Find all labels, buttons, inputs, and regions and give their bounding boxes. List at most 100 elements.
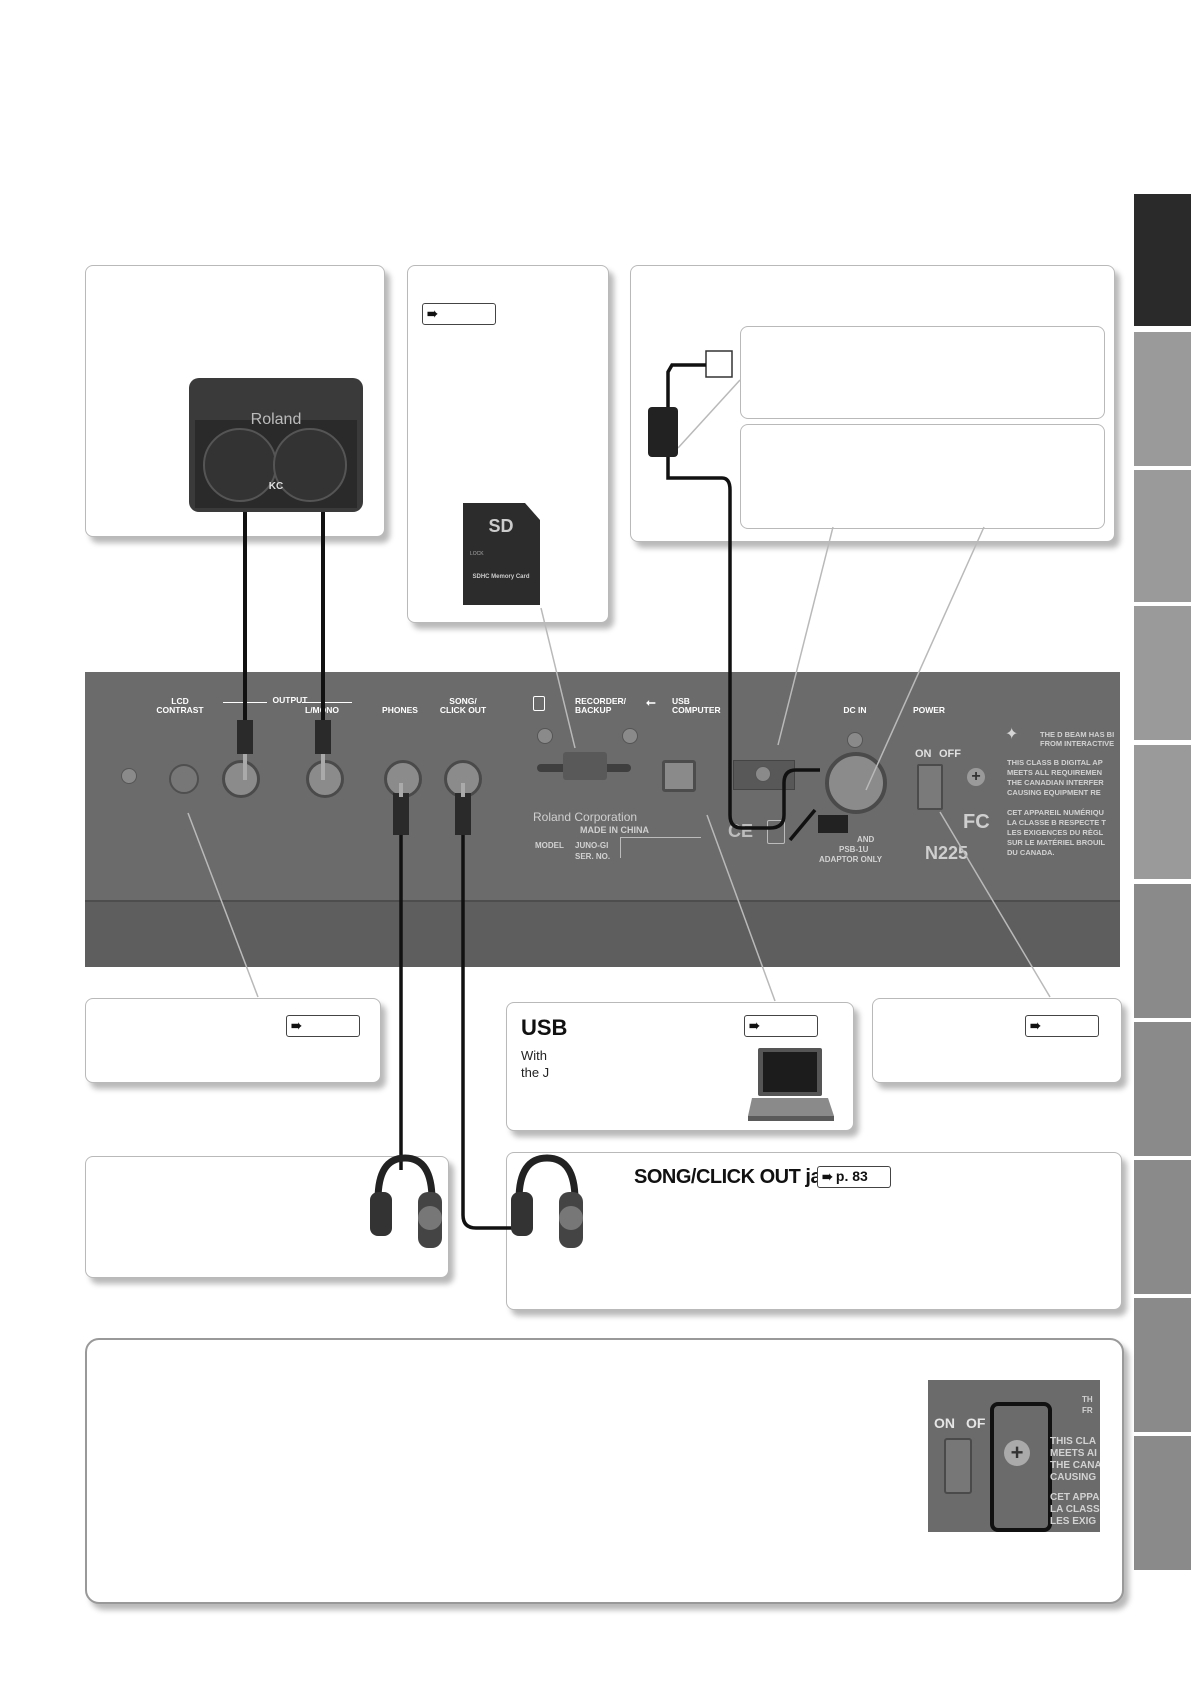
adaptor-line-3: ADAPTOR ONLY bbox=[819, 855, 883, 864]
roland-v-logo-icon: ✦ bbox=[1005, 726, 1019, 743]
dc-plug-icon bbox=[818, 815, 848, 833]
output-l-plug-tip-icon bbox=[243, 754, 247, 780]
serial-label: SER. NO. bbox=[575, 852, 611, 861]
sd-card-icon bbox=[463, 503, 540, 605]
dc-in-label: DC IN bbox=[843, 705, 867, 715]
side-tab-2[interactable] bbox=[1134, 332, 1191, 466]
song-click-out-label: SONG/ CLICK OUT bbox=[439, 696, 487, 715]
sd-screw-right-icon bbox=[622, 728, 638, 744]
side-tab-6[interactable] bbox=[1134, 884, 1191, 1018]
made-in-label: MADE IN CHINA bbox=[580, 825, 649, 835]
serial-plate bbox=[620, 837, 701, 858]
n-mark: N225 bbox=[925, 843, 969, 863]
headphones-icon-left bbox=[370, 1154, 442, 1248]
clamp-screw-icon bbox=[755, 766, 771, 782]
panel-lower-strip bbox=[85, 900, 1120, 967]
side-tab-10[interactable] bbox=[1134, 1436, 1191, 1570]
sd-symbol-icon bbox=[533, 696, 545, 711]
side-tab-9[interactable] bbox=[1134, 1298, 1191, 1432]
pointer-adaptor-1 bbox=[777, 526, 834, 746]
song-click-out-title: SONG/CLICK OUT jack bbox=[634, 1166, 843, 1188]
usb-text-line-2: the J bbox=[521, 1065, 550, 1080]
inset-on-label: ON bbox=[934, 1415, 955, 1431]
phones-plug-icon bbox=[393, 793, 409, 835]
usb-symbol-icon: ⭠ bbox=[646, 695, 656, 709]
song-click-plug-tip-icon bbox=[461, 783, 465, 797]
lcd-contrast-label: LCD CONTRAST bbox=[156, 696, 204, 715]
arrow-right-icon: ➠ bbox=[427, 306, 438, 321]
phones-label: PHONES bbox=[382, 705, 418, 715]
pointer-adaptor-2 bbox=[865, 526, 985, 791]
arrow-right-icon: ➠ bbox=[291, 1018, 302, 1033]
side-tab-7[interactable] bbox=[1134, 1022, 1191, 1156]
lcd-contrast-callout-box bbox=[85, 998, 381, 1083]
laptop-icon bbox=[748, 1048, 834, 1121]
inset-highlight-frame bbox=[990, 1402, 1052, 1532]
usb-title: USB bbox=[521, 1015, 568, 1040]
inset-power-switch bbox=[944, 1438, 972, 1494]
ground-terminal-icon: + bbox=[967, 768, 985, 786]
panel-notice-3: CET APPAREIL NUMÉRIQU LA CLASSE B RESPEC… bbox=[1007, 808, 1106, 857]
output-r-plug-tip-icon bbox=[321, 754, 325, 780]
adaptor-sub-box-2 bbox=[740, 424, 1105, 529]
adaptor-line-2: PSB-1U bbox=[839, 845, 869, 854]
power-off-label: OFF bbox=[939, 748, 961, 760]
usb-text-line-1: With bbox=[521, 1048, 547, 1063]
power-page-ref[interactable]: ➠ bbox=[1025, 1015, 1099, 1037]
output-l-plug-icon bbox=[237, 720, 253, 754]
model-label: MODEL bbox=[535, 841, 564, 850]
panel-screw-icon bbox=[121, 768, 137, 784]
pointer-lcd-contrast bbox=[187, 812, 259, 998]
lcd-contrast-knob[interactable] bbox=[169, 764, 199, 794]
power-label: POWER bbox=[912, 705, 946, 715]
song-click-callout-box bbox=[506, 1152, 1122, 1310]
usb-computer-port[interactable] bbox=[662, 760, 696, 792]
side-tab-8[interactable] bbox=[1134, 1160, 1191, 1294]
pointer-sd-slot bbox=[540, 607, 576, 749]
headphones-icon-right bbox=[511, 1154, 583, 1248]
inset-notice-2: THIS CLA MEETS AI THE CANA CAUSING bbox=[1050, 1436, 1100, 1483]
fcc-mark: FC bbox=[963, 811, 990, 833]
output-line-right bbox=[302, 702, 352, 703]
maker-label: Roland Corporation bbox=[533, 810, 638, 824]
arrow-right-icon: ➠ bbox=[822, 1169, 833, 1184]
sd-card-logo: SD bbox=[488, 516, 513, 536]
output-l-jack[interactable] bbox=[222, 760, 260, 798]
inset-off-label: OF bbox=[966, 1415, 986, 1431]
amp-brand: Roland bbox=[251, 411, 302, 428]
pointer-adaptor-sub bbox=[677, 379, 741, 449]
lcd-contrast-page-ref[interactable]: ➠ bbox=[286, 1015, 360, 1037]
model-value: JUNO-GI bbox=[575, 841, 609, 850]
song-click-page-ref[interactable]: ➠p. 83 bbox=[817, 1166, 891, 1188]
sd-card-label: SDHC Memory Card bbox=[472, 574, 529, 580]
recorder-backup-label: RECORDER/ BACKUP bbox=[575, 696, 627, 715]
rear-panel: LCD CONTRAST OUTPUT L/MONO PHONES SONG/ … bbox=[85, 672, 1120, 967]
dc-in-screw-icon bbox=[847, 732, 863, 748]
side-tab-3[interactable] bbox=[1134, 470, 1191, 602]
usb-computer-label: USB COMPUTER bbox=[672, 696, 721, 715]
side-tab-4[interactable] bbox=[1134, 606, 1191, 740]
adaptor-cables bbox=[666, 363, 820, 842]
power-switch[interactable] bbox=[917, 764, 943, 810]
sd-screw-left-icon bbox=[537, 728, 553, 744]
output-label: OUTPUT bbox=[272, 695, 308, 705]
usb-page-ref[interactable]: ➠ bbox=[744, 1015, 818, 1037]
weee-bin-icon bbox=[767, 820, 785, 844]
sd-slot-cover bbox=[563, 752, 607, 780]
amp-model: KC bbox=[269, 481, 283, 492]
pointer-power-switch bbox=[939, 811, 1051, 998]
output-r-plug-icon bbox=[315, 720, 331, 754]
side-tab-1[interactable] bbox=[1134, 194, 1191, 326]
side-tab-5[interactable] bbox=[1134, 745, 1191, 879]
sd-card-page-ref[interactable]: ➠ bbox=[422, 303, 496, 325]
power-on-label: ON bbox=[915, 748, 932, 760]
panel-notice-1: THE D BEAM HAS BI FROM INTERACTIVE bbox=[1040, 730, 1115, 748]
callout-pointers bbox=[187, 379, 1051, 1002]
inset-notice-1: TH FR bbox=[1082, 1395, 1093, 1415]
guitar-amp-icon bbox=[189, 378, 363, 512]
dc-in-jack[interactable] bbox=[825, 752, 887, 814]
power-switch-callout-box bbox=[872, 998, 1122, 1083]
ground-terminal-inset-photo: ON OF + TH FR THIS CLA MEETS AI THE CANA… bbox=[928, 1380, 1100, 1532]
sd-card-lock: LOCK bbox=[470, 551, 484, 557]
